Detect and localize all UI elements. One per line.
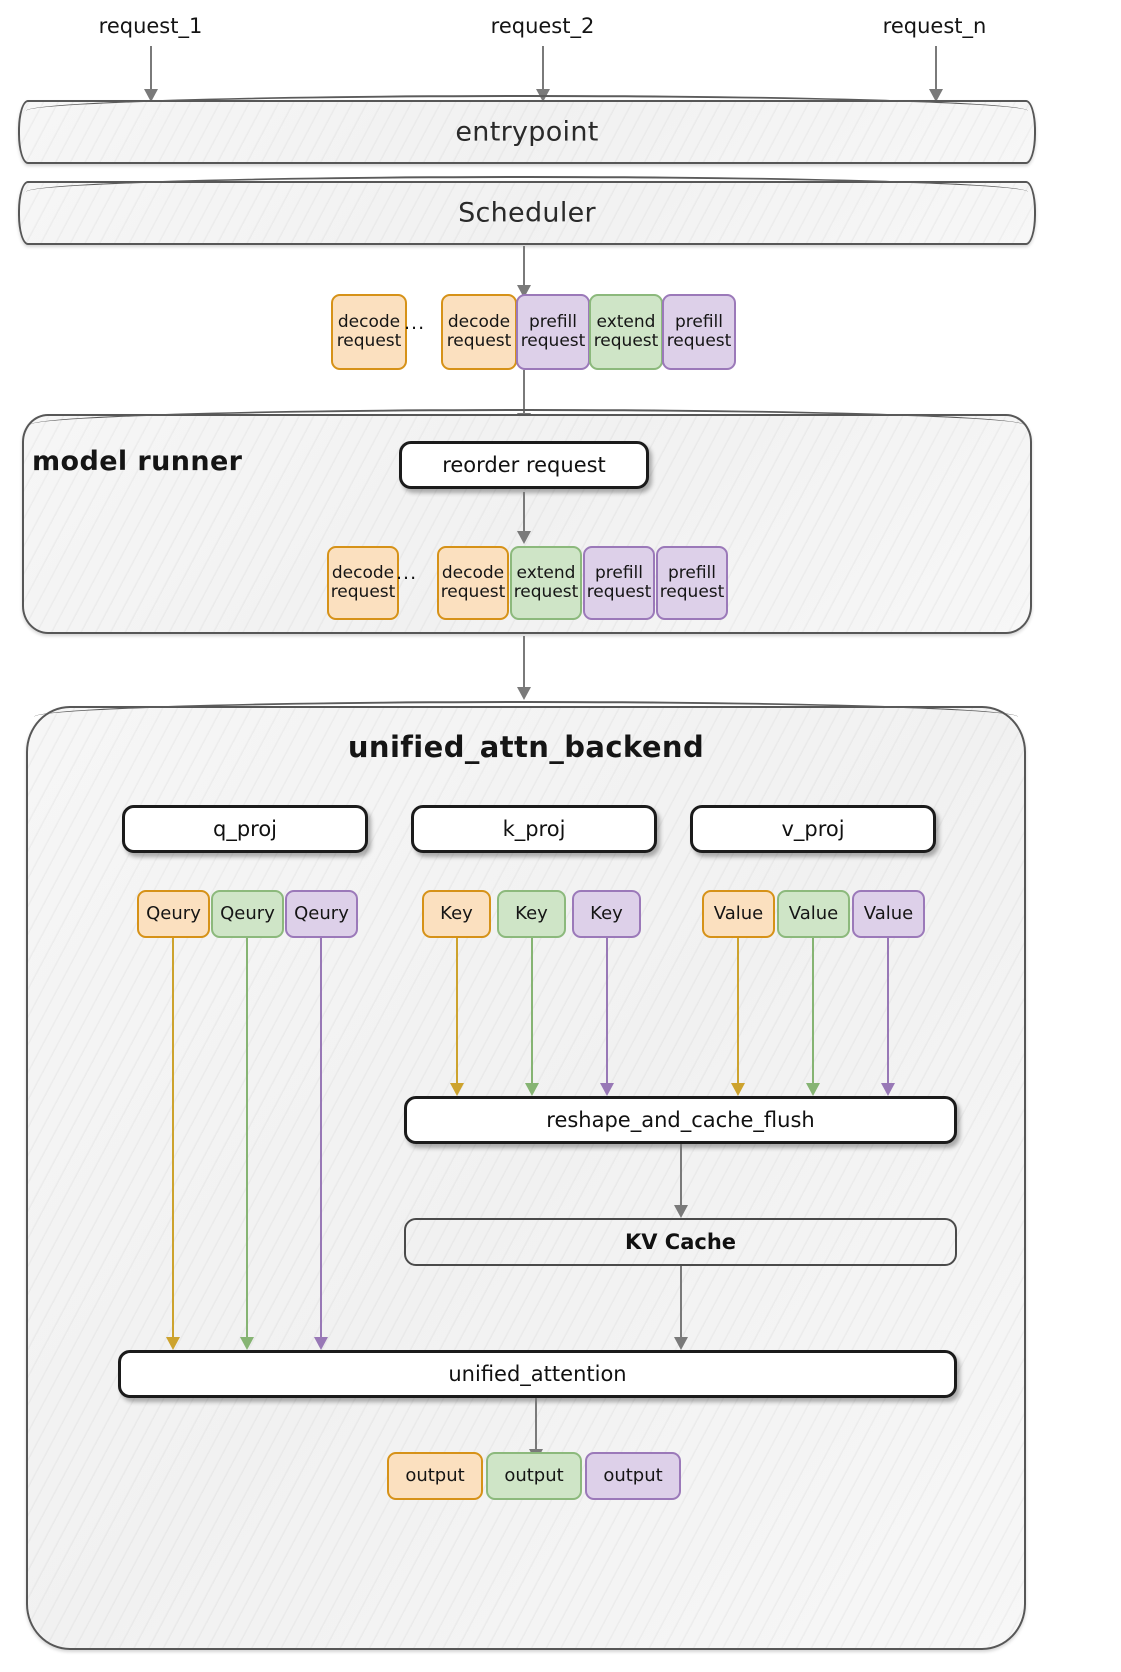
arrow-key-1-to-reshape bbox=[525, 938, 539, 1096]
key-chip-0[interactable]: Key bbox=[422, 890, 491, 938]
scheduler-chip-2[interactable]: prefill request bbox=[516, 294, 590, 370]
output-chip-2[interactable]: output bbox=[585, 1452, 681, 1500]
reshape-and-cache-flush-box[interactable]: reshape_and_cache_flush bbox=[404, 1096, 957, 1144]
model-runner-chip-2[interactable]: extend request bbox=[510, 546, 582, 620]
chip-line-2: request bbox=[446, 331, 512, 351]
arrow-request-n-to-entrypoint bbox=[928, 46, 944, 102]
arrow-request-1-to-entrypoint bbox=[143, 46, 159, 102]
model-runner-chip-4[interactable]: prefill request bbox=[656, 546, 728, 620]
input-label-request-1: request_1 bbox=[98, 14, 203, 38]
model-runner-title: model runner bbox=[32, 446, 243, 477]
q-proj-box[interactable]: q_proj bbox=[122, 805, 368, 853]
chip-line-2: request bbox=[586, 582, 652, 602]
unified-attn-backend-title: unified_attn_backend bbox=[347, 730, 705, 764]
model-runner-chip-3[interactable]: prefill request bbox=[583, 546, 655, 620]
chip-line-1: prefill bbox=[674, 311, 724, 332]
key-chip-1[interactable]: Key bbox=[497, 890, 566, 938]
arrow-value-2-to-reshape bbox=[881, 938, 895, 1096]
model-runner-chip-1[interactable]: decode request bbox=[437, 546, 509, 620]
arrow-request-2-to-entrypoint bbox=[535, 46, 551, 102]
reorder-request-box[interactable]: reorder request bbox=[399, 441, 649, 489]
v-proj-box[interactable]: v_proj bbox=[690, 805, 936, 853]
value-chip-0[interactable]: Value bbox=[702, 890, 775, 938]
arrow-query-0-to-attention bbox=[166, 938, 180, 1350]
chip-line-2: request bbox=[593, 331, 659, 351]
chip-line-2: request bbox=[666, 331, 732, 351]
scheduler-chip-4[interactable]: prefill request bbox=[662, 294, 736, 370]
input-label-request-n: request_n bbox=[882, 14, 987, 38]
chip-line-1: decode bbox=[337, 311, 401, 332]
chip-line-1: prefill bbox=[667, 562, 717, 583]
scheduler-chip-3[interactable]: extend request bbox=[589, 294, 663, 370]
chip-line-2: request bbox=[440, 582, 506, 602]
chip-line-2: request bbox=[336, 331, 402, 351]
chip-line-1: extend bbox=[596, 311, 656, 332]
scheduler-chip-0[interactable]: decode request bbox=[331, 294, 407, 370]
scheduler-band[interactable]: Scheduler bbox=[18, 176, 1036, 245]
query-chip-0[interactable]: Qeury bbox=[137, 890, 210, 938]
chip-line-1: decode bbox=[331, 562, 395, 583]
chip-line-1: prefill bbox=[528, 311, 578, 332]
k-proj-box[interactable]: k_proj bbox=[411, 805, 657, 853]
arrow-reshape-to-kv-cache bbox=[674, 1144, 688, 1218]
chip-line-2: request bbox=[330, 582, 396, 602]
chip-line-2: request bbox=[513, 582, 579, 602]
arrow-model-runner-to-backend bbox=[516, 636, 532, 700]
unified-attention-box[interactable]: unified_attention bbox=[118, 1350, 957, 1398]
scheduler-batch-ellipsis: ... bbox=[404, 312, 426, 334]
arrow-reorder-to-reordered-batch bbox=[516, 492, 532, 544]
arrow-scheduler-to-batch bbox=[516, 246, 532, 298]
chip-line-2: request bbox=[520, 331, 586, 351]
arrow-kv-cache-to-attention bbox=[674, 1266, 688, 1350]
entrypoint-label: entrypoint bbox=[455, 116, 599, 148]
arrow-key-2-to-reshape bbox=[600, 938, 614, 1096]
arrow-query-1-to-attention bbox=[240, 938, 254, 1350]
arrow-key-0-to-reshape bbox=[450, 938, 464, 1096]
arrow-value-1-to-reshape bbox=[806, 938, 820, 1096]
chip-line-1: prefill bbox=[594, 562, 644, 583]
arrow-value-0-to-reshape bbox=[731, 938, 745, 1096]
scheduler-chip-1[interactable]: decode request bbox=[441, 294, 517, 370]
chip-line-1: decode bbox=[447, 311, 511, 332]
query-chip-2[interactable]: Qeury bbox=[285, 890, 358, 938]
entrypoint-band[interactable]: entrypoint bbox=[18, 95, 1036, 164]
output-chip-0[interactable]: output bbox=[387, 1452, 483, 1500]
chip-line-1: extend bbox=[516, 562, 576, 583]
key-chip-2[interactable]: Key bbox=[572, 890, 641, 938]
chip-line-1: decode bbox=[441, 562, 505, 583]
model-runner-batch-ellipsis: ... bbox=[396, 562, 418, 584]
arrow-query-2-to-attention bbox=[314, 938, 328, 1350]
output-chip-1[interactable]: output bbox=[486, 1452, 582, 1500]
input-label-request-2: request_2 bbox=[490, 14, 595, 38]
value-chip-2[interactable]: Value bbox=[852, 890, 925, 938]
value-chip-1[interactable]: Value bbox=[777, 890, 850, 938]
chip-line-2: request bbox=[659, 582, 725, 602]
query-chip-1[interactable]: Qeury bbox=[211, 890, 284, 938]
kv-cache-box[interactable]: KV Cache bbox=[404, 1218, 957, 1266]
model-runner-chip-0[interactable]: decode request bbox=[327, 546, 399, 620]
scheduler-label: Scheduler bbox=[458, 197, 596, 229]
